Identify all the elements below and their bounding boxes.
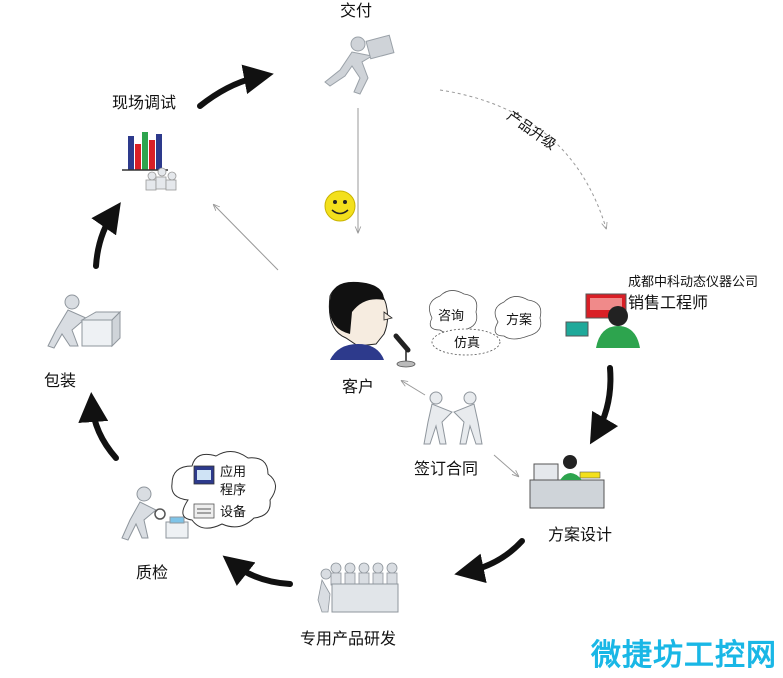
label-packaging: 包装 (44, 371, 76, 390)
label-product-upgrade: 产品升级 (504, 108, 559, 153)
arrow-sales-to-design (589, 365, 619, 445)
watermark-logo: 微捷坊工控网 (591, 638, 777, 673)
speech-bubbles (428, 290, 542, 356)
label-sales-engineer: 销售工程师 (628, 293, 708, 312)
sales-engineer-icon (565, 293, 640, 348)
label-site-debug: 现场调试 (112, 93, 176, 112)
label-quality-check: 质检 (136, 563, 168, 582)
microphone-icon (393, 333, 416, 368)
bubble-proposal (494, 296, 542, 340)
design-workstation-icon (529, 455, 605, 509)
arrow-qc-to-packaging (78, 392, 119, 461)
arrow-rd-to-qc (222, 555, 293, 587)
cloud-device-text: 设备 (220, 504, 246, 520)
cloud-program-text: 程序 (220, 483, 246, 498)
labels: 交付 现场调试 包装 质检 专用产品研发 方案设计 签订合同 客户 成都中科动态… (44, 1, 758, 648)
arrow-product-upgrade (439, 89, 606, 228)
quality-inspector-icon (121, 486, 189, 541)
label-delivery: 交付 (340, 1, 372, 20)
bubble-proposal-text: 方案 (506, 312, 532, 328)
customer-icon (328, 281, 393, 360)
label-sign-contract: 签订合同 (414, 459, 478, 478)
arrow-contract-to-customer (402, 381, 426, 396)
cycle-arrows (78, 64, 619, 587)
packaging-worker-icon (47, 294, 122, 349)
thin-arrows (214, 89, 606, 476)
bubble-consult-text: 咨询 (438, 309, 464, 324)
arrow-contract-to-design (493, 454, 518, 476)
bubble-simulate (431, 328, 501, 356)
label-company: 成都中科动态仪器公司 (628, 275, 758, 290)
rd-meeting-icon (317, 562, 399, 613)
delivery-runner-icon (324, 34, 395, 95)
handshake-icon (423, 391, 483, 445)
bubble-simulate-text: 仿真 (454, 336, 480, 351)
cloud-app-text: 应用 (220, 464, 246, 480)
arrow-packaging-to-debug (91, 202, 121, 269)
smiley-icon (324, 190, 356, 222)
arrow-design-to-rd (454, 538, 525, 584)
arrow-debug-to-delivery (197, 64, 274, 109)
label-customer: 客户 (342, 377, 374, 396)
label-dedicated-rd: 专用产品研发 (300, 629, 396, 648)
bubble-consult (428, 290, 478, 334)
arrow-customer-to-debug (214, 205, 279, 271)
label-solution-design: 方案设计 (548, 525, 612, 544)
device-icon (193, 503, 215, 519)
app-device-cloud (171, 451, 276, 529)
site-debug-chart-icon (122, 132, 177, 191)
